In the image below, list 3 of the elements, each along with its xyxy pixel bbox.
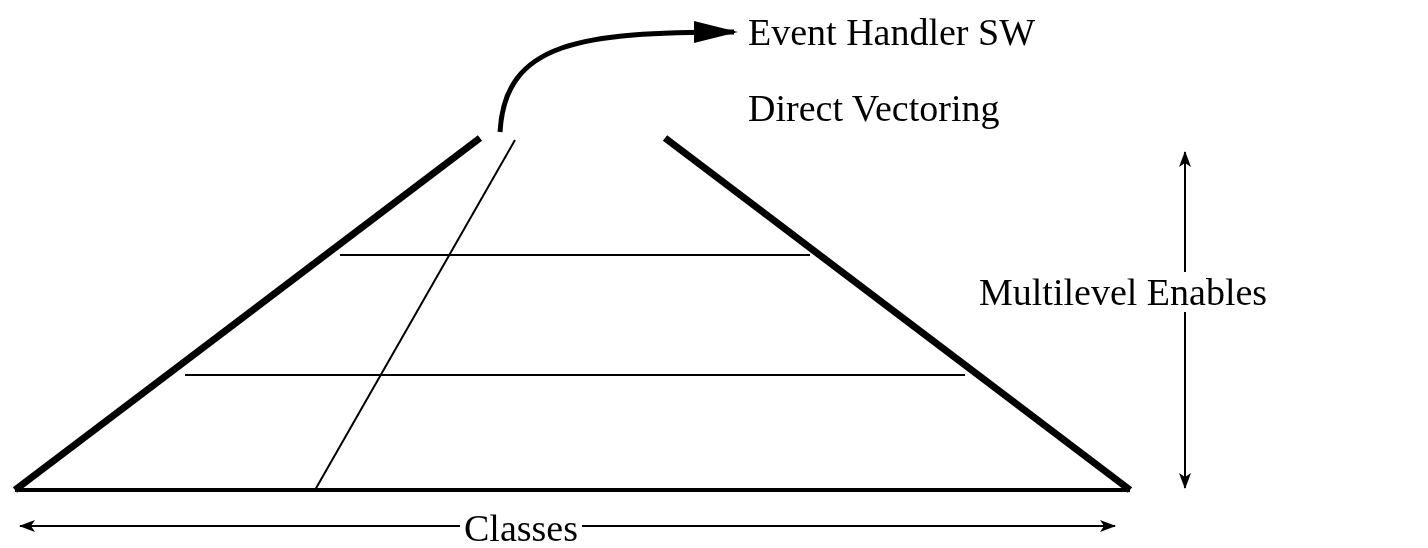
label-text: Direct Vectoring <box>748 88 1000 128</box>
label-text: Event Handler SW <box>748 12 1036 52</box>
curved-arrow <box>497 21 738 133</box>
